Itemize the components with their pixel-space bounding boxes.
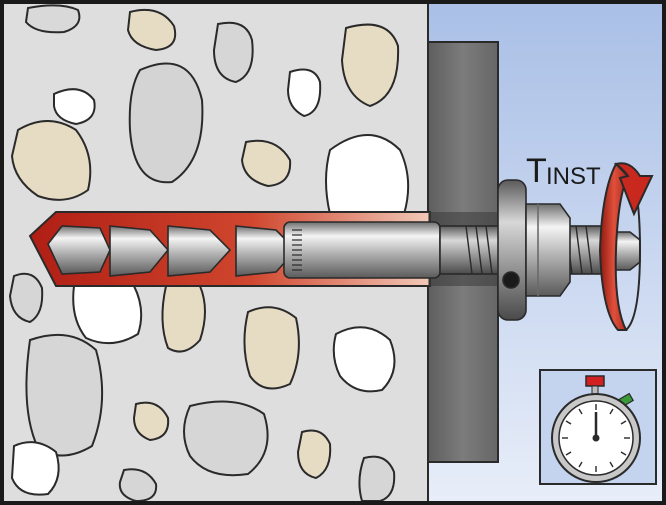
anchor-bolt-icon	[47, 179, 641, 321]
sleeve-scale-marks	[292, 229, 302, 271]
aggregate-stones	[8, 4, 410, 503]
stopwatch-icon	[539, 369, 657, 485]
torque-label: T INST	[526, 152, 601, 190]
torque-symbol: T	[526, 152, 547, 190]
stopwatch-ticks	[562, 404, 630, 472]
rotation-arrow-icon	[598, 162, 654, 331]
stopwatch-start-button	[585, 375, 605, 387]
torque-subscript: INST	[546, 163, 601, 190]
